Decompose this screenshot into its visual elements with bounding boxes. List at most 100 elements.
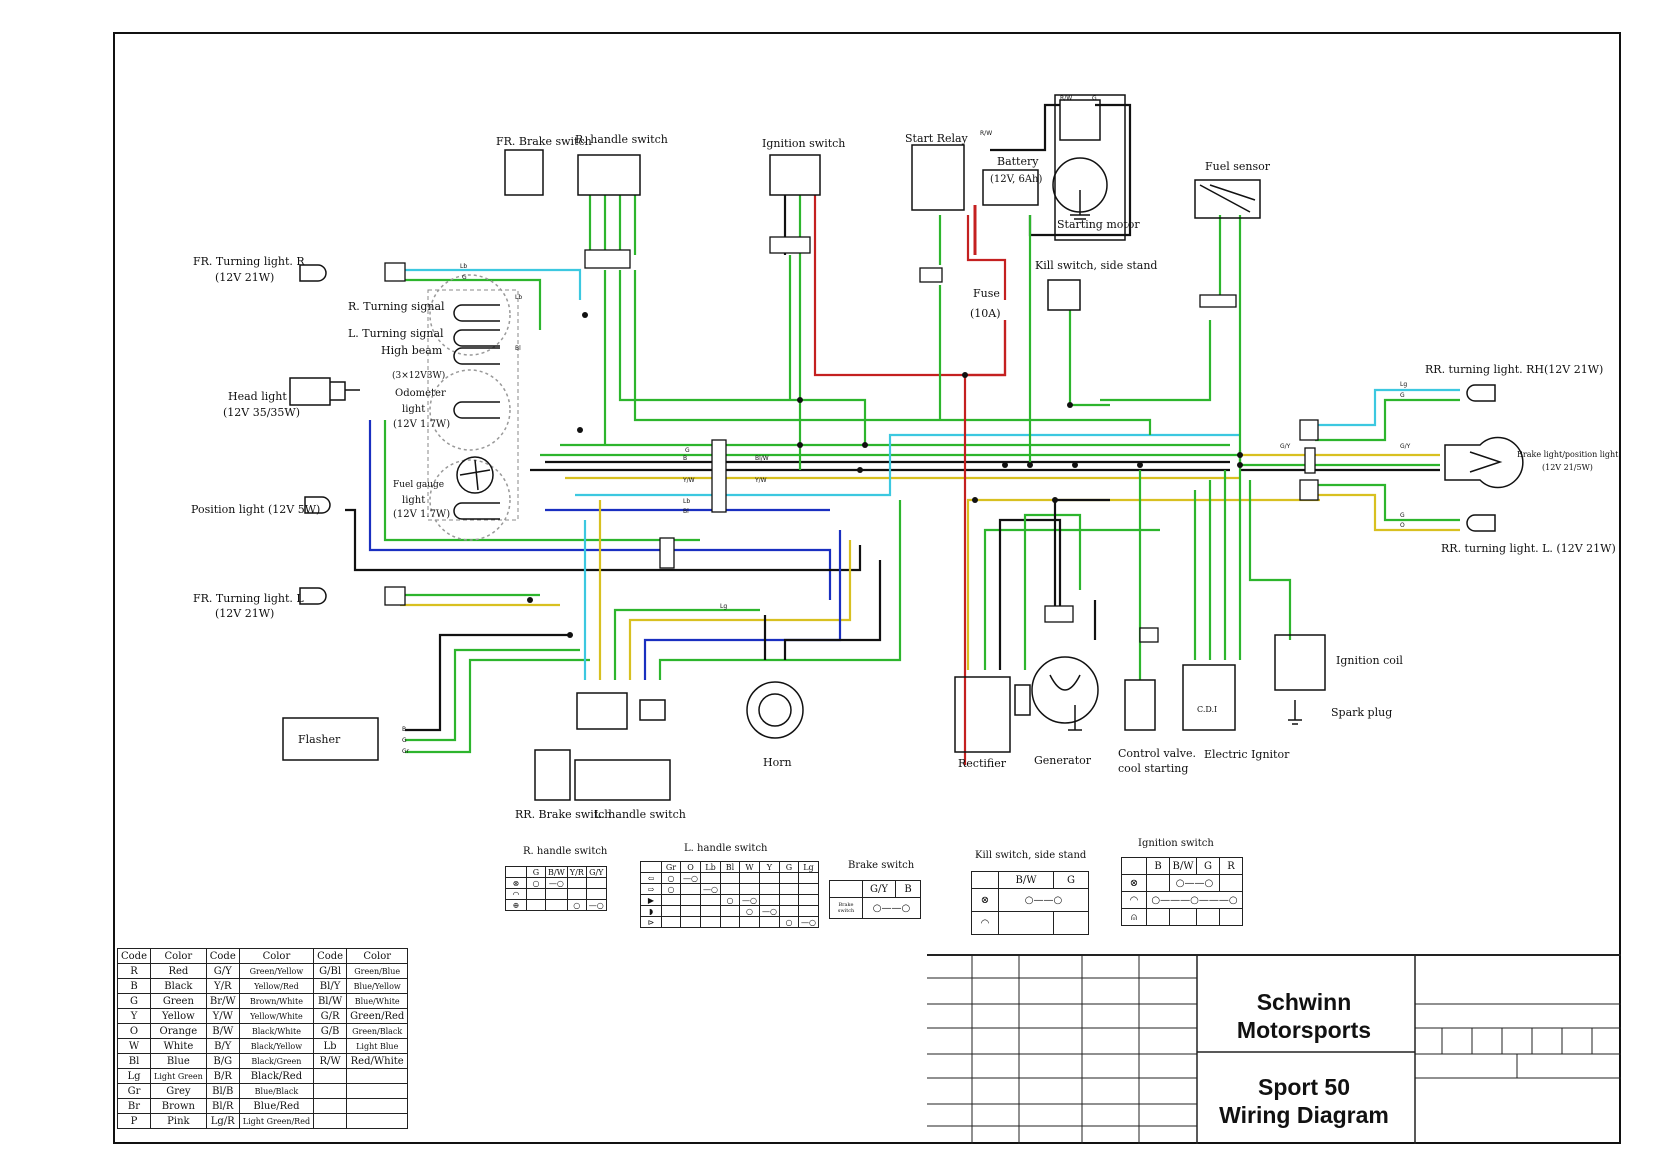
label-fuel-gauge: Fuel gauge: [393, 480, 445, 490]
wire-flasher-gr: [405, 658, 590, 754]
wire-rr-rh-lb: [1315, 388, 1460, 427]
label-rectifier: Rectifier: [958, 757, 1006, 770]
switch-table-title: Brake switch: [848, 860, 915, 871]
table-cell: Bl/B: [205, 1083, 240, 1099]
label-odometer-spec: (12V 1.7W): [393, 419, 451, 430]
wire-bundle-lightblue: [575, 433, 1240, 497]
table-header: G: [526, 866, 546, 878]
table-cell: Y: [117, 1008, 151, 1024]
table-cell: Lg: [117, 1068, 151, 1084]
wire-tag: Lb: [515, 294, 523, 301]
table-cell: Red/White: [346, 1053, 409, 1069]
label-generator: Generator: [1034, 754, 1092, 767]
wire-tag: Y/W: [755, 477, 767, 484]
label-cdi: C.D.I: [1197, 705, 1218, 714]
wire-flasher-b: [405, 633, 570, 732]
wire-lh-5: [643, 530, 842, 680]
company-name-line-2: Motorsports: [1236, 1017, 1372, 1043]
table-cell: Light Blue: [346, 1038, 409, 1054]
bulb-brake: [1444, 436, 1524, 489]
table-cell: Blue/Black: [238, 1083, 315, 1099]
label-r-turning-signal: R. Turning signal: [348, 300, 445, 313]
wire-tag: G: [1092, 95, 1097, 102]
table-cell: [313, 1083, 348, 1099]
r-handle-switch-table: G B/W Y/R G/Y ⊗○—○ ◠ ⊕○—○: [505, 866, 607, 911]
table-row: Code Color Code Color Code Color: [117, 948, 409, 964]
wire-tag: O: [1400, 522, 1405, 529]
label-rr-turn-rh: RR. turning light. RH(12V 21W): [1425, 363, 1604, 376]
label-fr-turn-r-spec: (12V 21W): [215, 271, 275, 284]
label-electric-ignitor: Electric Ignitor: [1204, 748, 1290, 761]
table-cell: B/G: [205, 1053, 240, 1069]
label-high-beam: High beam: [381, 344, 443, 357]
label-fr-turn-l: FR. Turning light. L: [193, 592, 304, 605]
wire-tag: Lb: [683, 498, 691, 505]
wire-tag: Y/W: [683, 477, 695, 484]
wire-tag: Lg: [1400, 381, 1408, 388]
label-rr-turn-l: RR. turning light. L. (12V 21W): [1441, 542, 1616, 555]
table-header: B: [895, 880, 921, 898]
table-cell: Blue/Yellow: [346, 978, 409, 994]
table-header: Y/R: [566, 866, 587, 878]
table-cell: Lg/R: [205, 1113, 240, 1129]
wire-tag: G/Y: [1280, 443, 1291, 450]
table-cell: Bl/R: [205, 1098, 240, 1114]
table-cell: Black: [150, 978, 207, 994]
table-header: G: [778, 861, 799, 873]
table-cell: Grey: [150, 1083, 207, 1099]
wire-tag: G: [685, 447, 690, 454]
label-head-light-spec: (12V 35/35W): [223, 406, 301, 419]
table-cell: Br: [117, 1098, 151, 1114]
label-starting-motor: Starting motor: [1057, 218, 1140, 231]
title-block-grid: [927, 954, 1621, 1144]
wire-tag: R/W: [1060, 95, 1073, 102]
wire-battery-red: [966, 215, 1007, 300]
wire-kill-2: [1068, 310, 1110, 407]
model-name-line-1: Sport 50: [1257, 1074, 1351, 1100]
wire-bundle-black: [530, 460, 1230, 472]
table-cell: B/Y: [205, 1038, 240, 1054]
label-fuel-gauge-light: light: [402, 495, 426, 506]
wire-fuse-red: [963, 320, 1007, 765]
table-cell: O: [117, 1023, 151, 1039]
table-header: B: [1146, 857, 1170, 875]
table-cell: Yellow/Red: [238, 978, 315, 994]
wire-lh-3: [613, 608, 760, 680]
table-cell: Blue: [150, 1053, 207, 1069]
table-header: Code: [313, 948, 348, 964]
table-cell: P: [117, 1113, 151, 1129]
table-cell: Black/White: [238, 1023, 315, 1039]
table-cell: Black/Red: [238, 1068, 315, 1084]
label-meter-spec: (3×12V3W): [392, 371, 446, 381]
wire-fr-r-lb: [390, 268, 582, 300]
wire-coil: [1248, 480, 1292, 640]
wire-tag: B: [402, 726, 407, 733]
table-cell: B/W: [205, 1023, 240, 1039]
table-header: G/Y: [862, 880, 896, 898]
bulb-rr-rh: [1466, 384, 1496, 402]
table-cell: R: [117, 963, 151, 979]
table-header: Code: [205, 948, 240, 964]
wire-pos-b: [345, 508, 862, 572]
table-header: Bl: [719, 861, 740, 873]
table-cell: [313, 1098, 348, 1114]
wire-head-w: [383, 420, 700, 542]
wire-flasher-g: [405, 648, 580, 742]
label-battery-spec: (12V, 6Ah): [990, 174, 1043, 185]
table-header: O: [680, 861, 701, 873]
label-r-handle-switch: R. handle switch: [575, 133, 668, 146]
bulb-fr-l: [299, 587, 327, 605]
table-cell: Green/Blue: [346, 963, 409, 979]
table-cell: Yellow: [150, 1008, 207, 1024]
table-cell: Gr: [117, 1083, 151, 1099]
wire-tag: Bl: [515, 345, 521, 352]
table-cell: Y/W: [205, 1008, 240, 1024]
wire-tag: Bl: [683, 508, 689, 515]
table-cell: Black/Green: [238, 1053, 315, 1069]
bulb-rr-l: [1466, 514, 1496, 532]
label-spark-plug: Spark plug: [1331, 706, 1393, 719]
